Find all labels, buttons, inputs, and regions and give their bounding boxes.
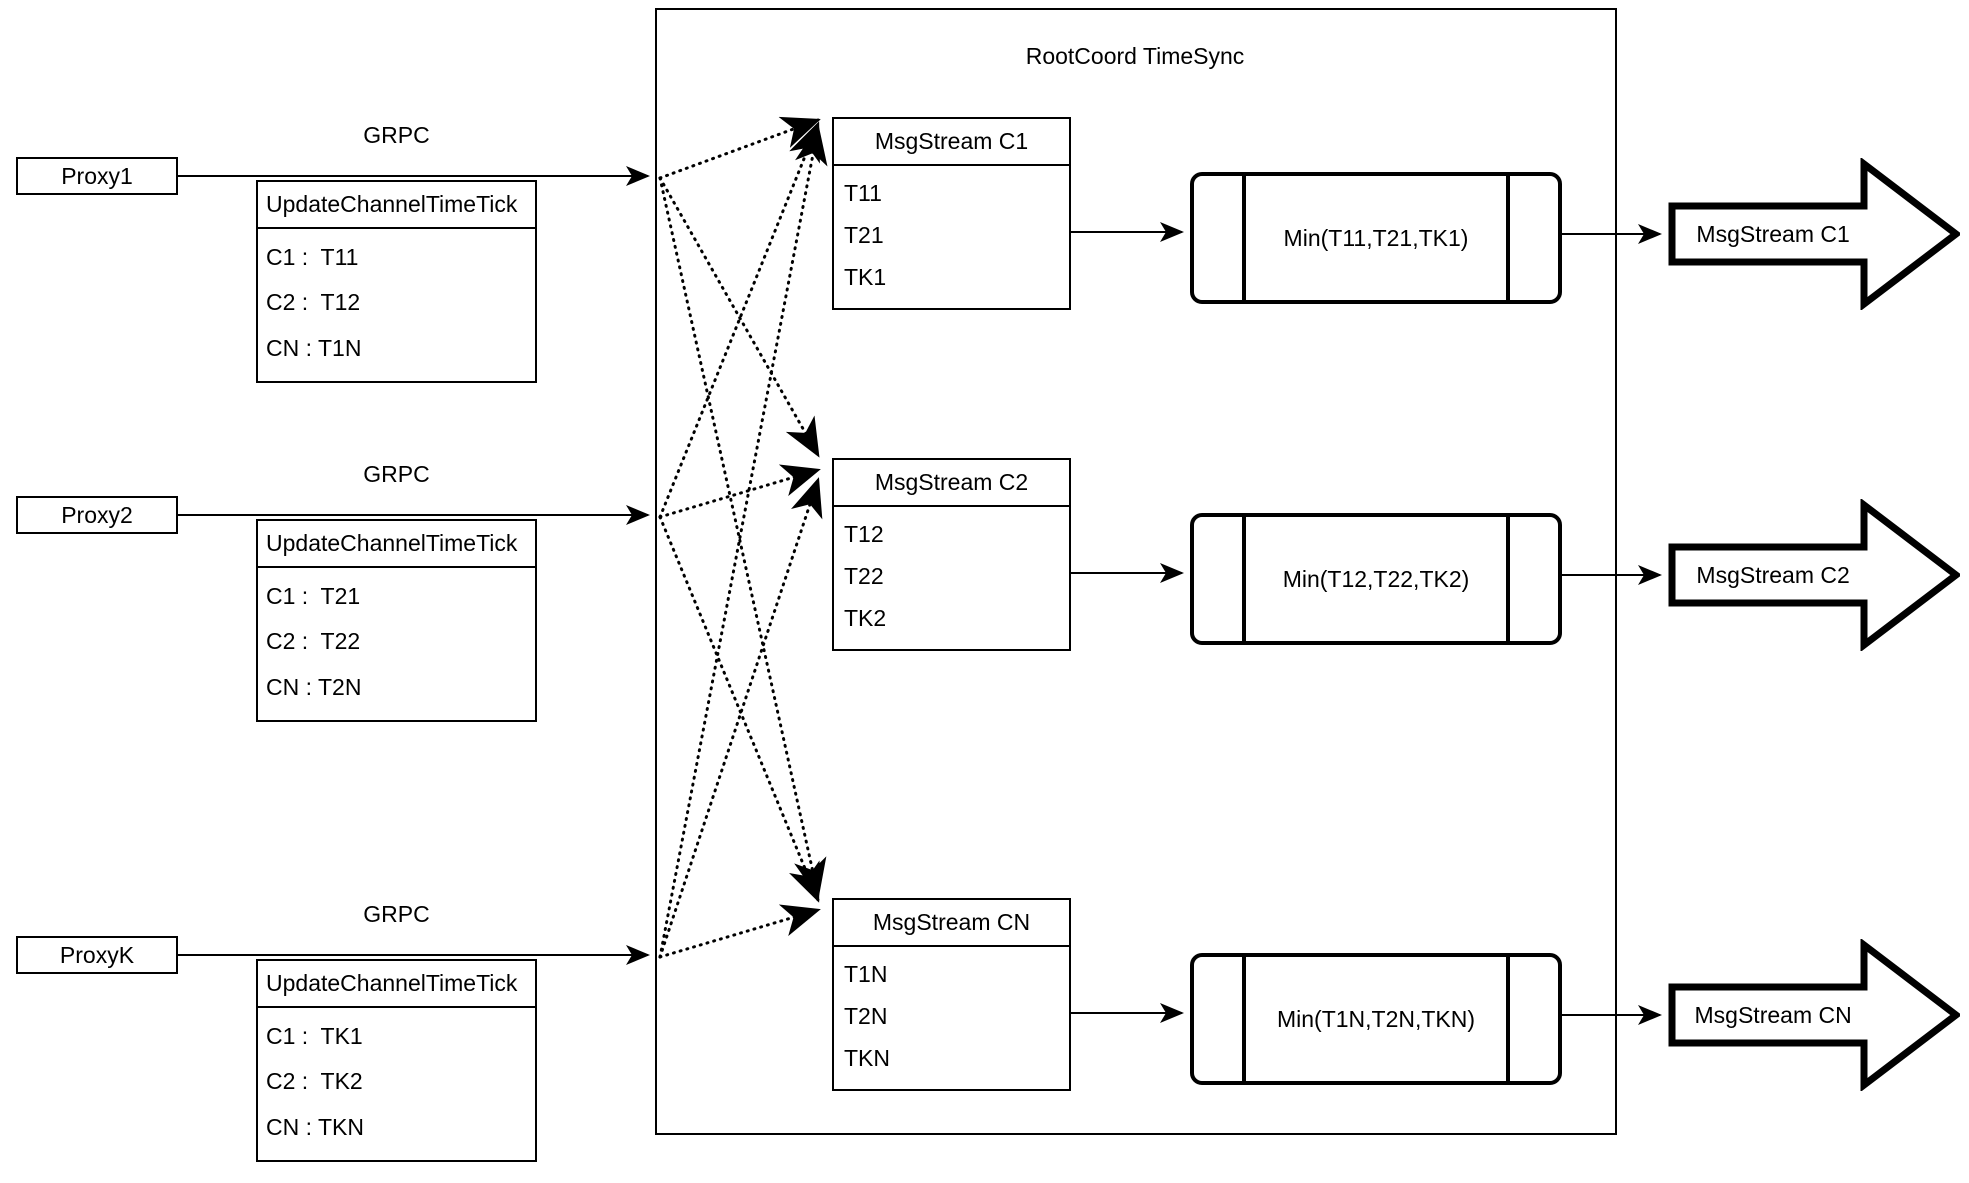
msgstream-item: T12 — [844, 520, 884, 547]
output-block-arrow-3: MsgStream CN — [1668, 939, 1960, 1091]
uct-entry: CN : T1N — [266, 334, 362, 361]
output-label: MsgStream CN — [1694, 1001, 1852, 1028]
rootcoord-timesync-container — [655, 8, 1617, 1135]
proxy-box-1[interactable]: Proxy1 — [16, 157, 178, 195]
grpc-label-1: GRPC — [363, 122, 430, 148]
proxy-label: ProxyK — [59, 941, 135, 968]
msgstream-box-2: MsgStream C2 T12 T22 TK2 — [832, 458, 1071, 651]
msgstream-body: T1N T2N TKN — [834, 947, 1069, 1089]
msgstream-item: TK1 — [844, 263, 887, 290]
min-process-box-3: Min(T1N,T2N,TKN) — [1190, 953, 1562, 1085]
update-channel-timetick-box-2: UpdateChannelTimeTick C1 : T21 C2 : T22 … — [256, 519, 537, 722]
uct-body: C1 : TK1 C2 : TK2 CN : TKN — [258, 1008, 535, 1160]
min-label: Min(T12,T22,TK2) — [1282, 565, 1470, 592]
rootcoord-timesync-title: RootCoord TimeSync — [1025, 43, 1245, 69]
proxy-label: Proxy2 — [61, 501, 133, 528]
uct-entry: C1 : T21 — [266, 583, 361, 610]
process-divider-right — [1506, 957, 1510, 1081]
uct-entry: C2 : T22 — [266, 628, 361, 655]
block-arrow-icon — [1668, 499, 1960, 651]
proxy-box-3[interactable]: ProxyK — [16, 936, 178, 974]
uct-entry: C1 : TK1 — [266, 1023, 363, 1050]
msgstream-item: T1N — [844, 960, 888, 987]
msgstream-item: T2N — [844, 1002, 888, 1029]
msgstream-item: T22 — [844, 562, 884, 589]
msgstream-item: T11 — [844, 179, 882, 206]
min-label: Min(T1N,T2N,TKN) — [1276, 1005, 1476, 1032]
update-channel-timetick-box-3: UpdateChannelTimeTick C1 : TK1 C2 : TK2 … — [256, 959, 537, 1162]
uct-entry: C2 : T12 — [266, 289, 361, 316]
msgstream-header: MsgStream C2 — [834, 460, 1069, 507]
min-process-box-2: Min(T12,T22,TK2) — [1190, 513, 1562, 645]
msgstream-header: MsgStream CN — [834, 900, 1069, 947]
msgstream-box-1: MsgStream C1 T11 T21 TK1 — [832, 117, 1071, 310]
uct-header: UpdateChannelTimeTick — [258, 961, 535, 1008]
uct-entry: C2 : TK2 — [266, 1068, 363, 1095]
process-divider-left — [1242, 957, 1246, 1081]
uct-entry: CN : T2N — [266, 673, 362, 700]
min-label: Min(T11,T21,TK1) — [1283, 224, 1469, 251]
uct-entry: CN : TKN — [266, 1113, 364, 1140]
grpc-label-3: GRPC — [363, 901, 430, 927]
min-process-box-1: Min(T11,T21,TK1) — [1190, 172, 1562, 304]
block-arrow-icon — [1668, 939, 1960, 1091]
msgstream-item: T21 — [844, 221, 884, 248]
block-arrow-icon — [1668, 158, 1960, 310]
output-block-arrow-1: MsgStream C1 — [1668, 158, 1960, 310]
process-divider-left — [1242, 517, 1246, 641]
uct-header: UpdateChannelTimeTick — [258, 182, 535, 229]
uct-entry: C1 : T11 — [266, 244, 359, 271]
msgstream-header: MsgStream C1 — [834, 119, 1069, 166]
update-channel-timetick-box-1: UpdateChannelTimeTick C1 : T11 C2 : T12 … — [256, 180, 537, 383]
msgstream-item: TKN — [844, 1044, 890, 1071]
uct-body: C1 : T11 C2 : T12 CN : T1N — [258, 229, 535, 381]
process-divider-right — [1506, 517, 1510, 641]
msgstream-body: T12 T22 TK2 — [834, 507, 1069, 649]
output-label: MsgStream C1 — [1696, 220, 1850, 247]
msgstream-box-3: MsgStream CN T1N T2N TKN — [832, 898, 1071, 1091]
grpc-label-2: GRPC — [363, 461, 430, 487]
process-divider-left — [1242, 176, 1246, 300]
output-block-arrow-2: MsgStream C2 — [1668, 499, 1960, 651]
uct-body: C1 : T21 C2 : T22 CN : T2N — [258, 568, 535, 720]
proxy-label: Proxy1 — [61, 162, 133, 189]
process-divider-right — [1506, 176, 1510, 300]
output-label: MsgStream C2 — [1696, 561, 1850, 588]
uct-header: UpdateChannelTimeTick — [258, 521, 535, 568]
proxy-box-2[interactable]: Proxy2 — [16, 496, 178, 534]
msgstream-body: T11 T21 TK1 — [834, 166, 1069, 308]
msgstream-item: TK2 — [844, 604, 887, 631]
